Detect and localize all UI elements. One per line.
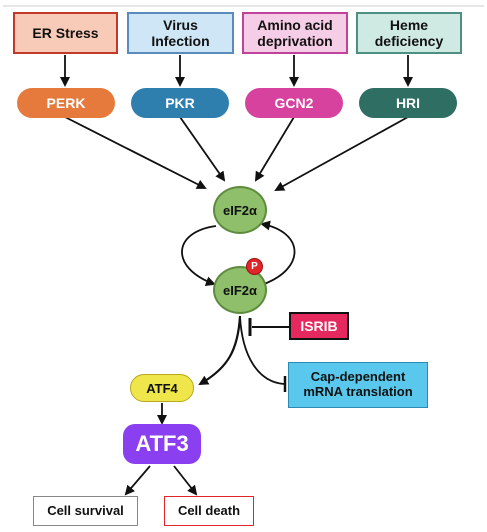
cell-death-box: Cell death — [164, 496, 254, 526]
eif2a-label-bottom: eIF2α — [222, 282, 257, 298]
inhibit-cap-line — [239, 315, 285, 385]
eif2a-label-top: eIF2α — [222, 202, 257, 218]
arrow-atf3-death — [173, 465, 198, 496]
cap-dependent-label: Cap-dependent mRNA translation — [303, 369, 413, 399]
arrow-hri-eif2a — [274, 116, 409, 191]
cap-dependent-box: Cap-dependent mRNA translation — [288, 362, 428, 408]
isrib-label: ISRIB — [300, 317, 338, 334]
phospho-badge-label: P — [251, 261, 258, 272]
kinase-hri: HRI — [359, 88, 457, 118]
stress-label-er: ER Stress — [32, 24, 99, 41]
stress-box-heme: Heme deficiency — [356, 12, 462, 54]
stress-label-amino: Amino acid deprivation — [257, 16, 333, 49]
stress-label-virus: Virus Infection — [151, 16, 210, 49]
atf3-node: ATF3 — [123, 424, 201, 464]
arrow-cycle-left — [181, 225, 217, 286]
kinase-label-perk: PERK — [46, 95, 86, 111]
kinase-gcn2: GCN2 — [245, 88, 343, 118]
atf4-label: ATF4 — [146, 380, 178, 396]
arrow-gcn2-eif2a — [254, 116, 295, 182]
kinase-label-pkr: PKR — [165, 95, 195, 111]
kinase-label-gcn2: GCN2 — [274, 95, 314, 111]
kinase-pkr: PKR — [131, 88, 229, 118]
cell-death-label: Cell death — [177, 502, 241, 518]
kinase-label-hri: HRI — [395, 95, 421, 111]
stress-box-virus: Virus Infection — [127, 12, 234, 54]
phospho-badge: P — [246, 258, 263, 275]
eif2a-unphosphorylated: eIF2α — [213, 186, 267, 234]
isrib-box: ISRIB — [289, 312, 349, 340]
arrow-perk-eif2a — [64, 116, 207, 189]
arrow-eif2ap-atf4 — [198, 315, 242, 385]
stress-label-heme: Heme deficiency — [374, 16, 444, 49]
cell-survival-box: Cell survival — [33, 496, 138, 526]
atf4-node: ATF4 — [130, 374, 194, 402]
cell-survival-label: Cell survival — [47, 502, 124, 518]
stress-box-amino: Amino acid deprivation — [242, 12, 348, 54]
arrow-pkr-eif2a — [179, 116, 226, 182]
stress-box-er: ER Stress — [13, 12, 118, 54]
kinase-perk: PERK — [17, 88, 115, 118]
atf3-label: ATF3 — [135, 431, 189, 456]
arrow-atf3-survival — [124, 465, 151, 496]
arrow-cycle-right — [260, 220, 296, 285]
